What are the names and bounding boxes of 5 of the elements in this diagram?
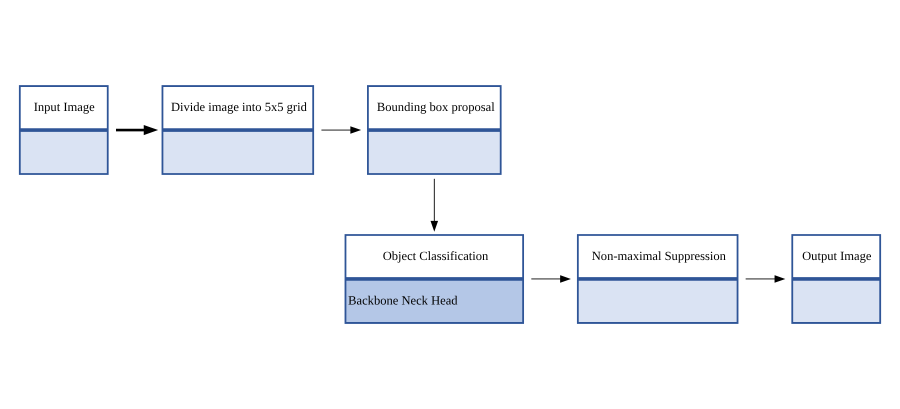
arrow [745,275,786,283]
arrow [320,126,362,134]
arrow [530,275,571,283]
arrow [430,178,438,232]
arrow [116,125,158,136]
